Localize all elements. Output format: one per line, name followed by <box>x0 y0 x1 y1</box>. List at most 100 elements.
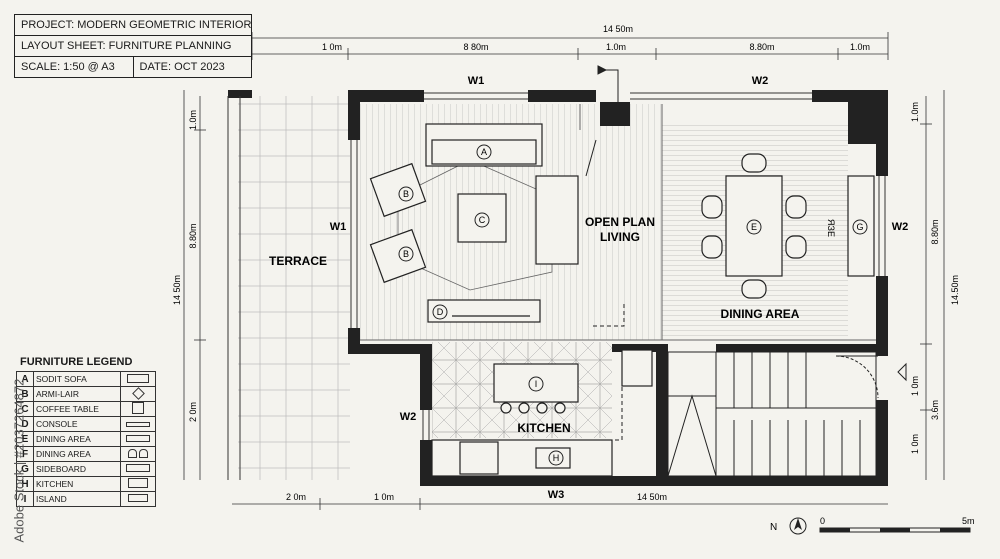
dim-top-4: 1.0m <box>850 42 870 52</box>
scale-end: 5m <box>962 516 975 526</box>
dining-rotated-text: ЯЗЕ <box>826 219 836 237</box>
partitions <box>360 104 876 341</box>
dimension-lines <box>183 32 945 510</box>
dim-left-2: 14 50m <box>172 275 182 305</box>
room-terrace: TERRACE <box>269 254 327 268</box>
legend-label: KITCHEN <box>33 476 121 492</box>
tag-c: C <box>479 215 486 225</box>
dim-top-2: 1.0m <box>606 42 626 52</box>
tag-g: G <box>856 222 863 232</box>
scale-date-row: SCALE: 1:50 @ A3 DATE: OCT 2023 <box>15 57 251 77</box>
north-label: N <box>770 522 777 533</box>
tag-d: D <box>437 307 444 317</box>
legend-label: ISLAND <box>33 491 121 507</box>
dim-right-inner-2: 1 0m <box>910 434 920 454</box>
room-living-line2: LIVING <box>600 230 640 244</box>
armchair-icon <box>131 386 145 400</box>
tag-e: E <box>751 222 757 232</box>
armchair-2 <box>369 228 427 284</box>
window-w2-right: W2 <box>892 221 909 233</box>
level-marker-icon <box>897 362 907 382</box>
window-w3-bottom: W3 <box>548 489 565 501</box>
chair-icon <box>139 448 149 458</box>
dimension-texts: 14 50m 1 0m 8 80m 1.0m 8.80m 1.0m 2 0m 1… <box>172 24 960 502</box>
dim-right-outer-2: 3.6m <box>930 400 940 420</box>
scale-bar-graphic: N 0 5m <box>770 516 975 535</box>
dim-left-3: 2 0m <box>188 402 198 422</box>
watermark: Adobe Stock | #2037264872 <box>4 300 27 550</box>
legend-title: FURNITURE LEGEND <box>20 356 133 368</box>
dim-left-0: 1.0m <box>188 110 198 130</box>
watermark-text: Adobe Stock | #2037264872 <box>11 378 27 543</box>
window-lines <box>227 92 886 480</box>
coffee-table-icon <box>132 402 144 414</box>
sofa-icon <box>127 373 149 383</box>
room-kitchen: KITCHEN <box>517 421 570 435</box>
tag-a: A <box>481 147 487 157</box>
island-icon <box>128 494 148 502</box>
legend-label: SODIT SOFA <box>33 371 121 387</box>
room-dining: DINING AREA <box>721 307 800 321</box>
legend-label: DINING AREA <box>33 446 121 462</box>
project-title: PROJECT: MODERN GEOMETRIC INTERIOR <box>15 15 251 36</box>
date-text: DATE: OCT 2023 <box>132 57 252 77</box>
tag-i: I <box>535 379 538 389</box>
window-w1-left: W1 <box>330 221 347 233</box>
dim-top-0: 1 0m <box>322 42 342 52</box>
legend-label: DINING AREA <box>33 431 121 447</box>
dim-bottom-1: 1 0m <box>374 492 394 502</box>
dim-left-1: 8.80m <box>188 223 198 248</box>
tag-b1: B <box>403 189 409 199</box>
stair <box>667 351 879 477</box>
window-w2-kitchen: W2 <box>400 411 417 423</box>
armchair-1 <box>369 162 427 218</box>
title-block: PROJECT: MODERN GEOMETRIC INTERIOR LAYOU… <box>14 14 252 78</box>
dim-bottom-0: 2 0m <box>286 492 306 502</box>
circulation-arrows <box>580 65 625 441</box>
furniture-tags: A B B C D E G H I <box>398 144 868 466</box>
terrace-floor <box>238 96 350 480</box>
dim-right-outer-1: 14.50m <box>950 275 960 305</box>
dim-right-inner-0: 1.0m <box>910 102 920 122</box>
dining-table-icon <box>126 435 150 442</box>
legend-label: COFFEE TABLE <box>33 401 121 417</box>
legend-label: ARMI-LAIR <box>33 386 121 402</box>
sideboard-icon <box>126 464 150 472</box>
legend-label: CONSOLE <box>33 416 121 432</box>
legend-label: SIDEBOARD <box>33 461 121 477</box>
dim-right-outer-0: 8.80m <box>930 219 940 244</box>
dim-top-total: 14 50m <box>603 24 633 34</box>
dim-right-inner-1: 1 0m <box>910 376 920 396</box>
room-living-line1: OPEN PLAN <box>585 215 655 229</box>
window-w1-top: W1 <box>468 75 485 87</box>
dining-furniture <box>701 153 875 299</box>
tag-h: H <box>553 453 560 463</box>
console-icon <box>126 422 150 427</box>
sheet-title: LAYOUT SHEET: FURNITURE PLANNING <box>15 36 251 57</box>
dim-top-1: 8 80m <box>463 42 488 52</box>
scale-text: SCALE: 1:50 @ A3 <box>21 61 115 73</box>
dim-top-3: 8.80m <box>749 42 774 52</box>
chair-icon <box>127 448 137 458</box>
living-furniture <box>369 123 579 323</box>
kitchen-icon <box>128 478 148 488</box>
scale-bar: N 0 5m <box>770 514 990 544</box>
dim-bottom-2: 14 50m <box>637 492 667 502</box>
walls <box>228 90 888 486</box>
scale-start: 0 <box>820 516 825 526</box>
window-w2-top: W2 <box>752 75 769 87</box>
sofa-side <box>535 175 579 265</box>
